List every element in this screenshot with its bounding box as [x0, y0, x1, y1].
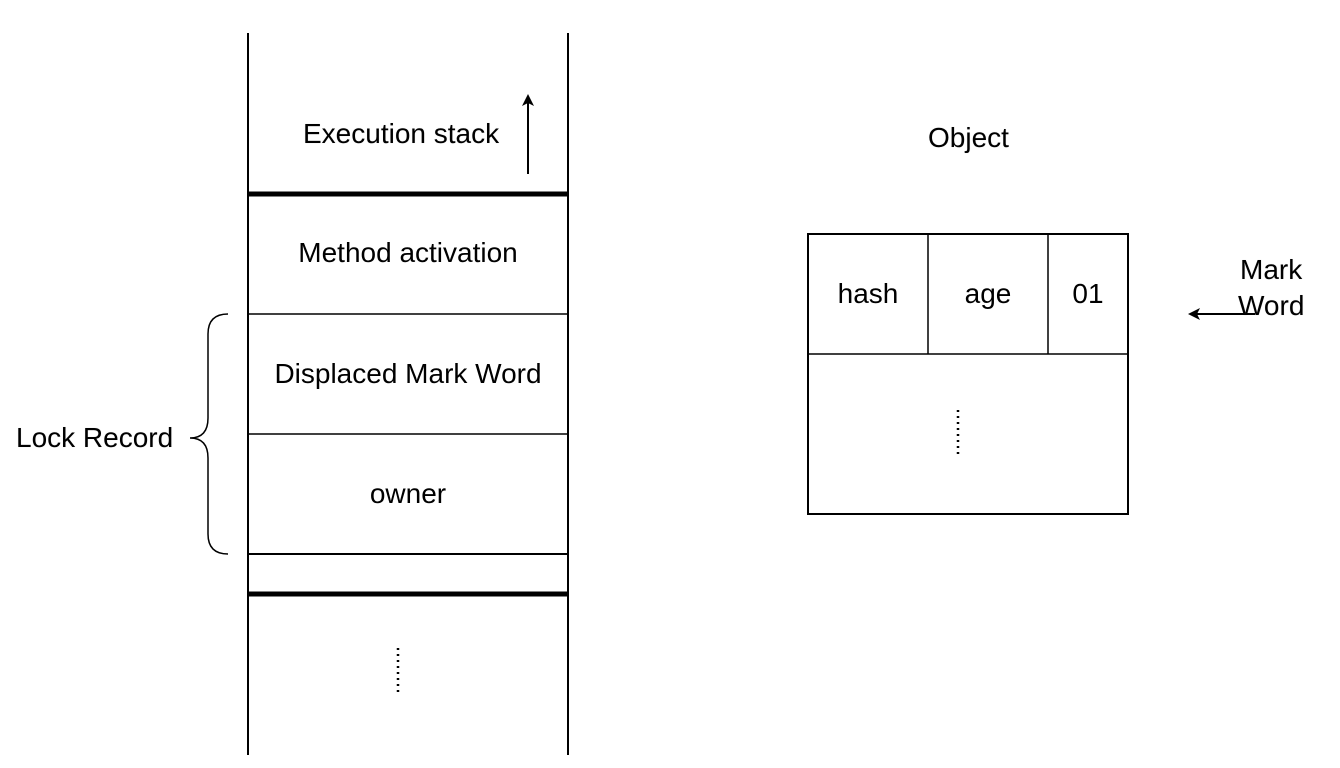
lock-record-label: Lock Record	[16, 422, 174, 453]
object-box	[807, 233, 1129, 515]
object-lock-bits-cell: 01	[1048, 234, 1128, 354]
object-title: Object	[928, 122, 1009, 153]
lock-bits-label: 01	[1072, 278, 1104, 309]
lock-record-brace	[189, 313, 229, 555]
displaced-mark-word-label: Displaced Mark Word	[274, 358, 542, 389]
mark-word-label-line2: Word	[1238, 290, 1305, 321]
hash-label: hash	[837, 278, 899, 309]
object-age-cell: age	[928, 234, 1048, 354]
method-activation-slot: Method activation	[248, 196, 568, 314]
owner-label: owner	[369, 478, 447, 509]
object-hash-cell: hash	[808, 234, 928, 354]
execution-stack-label: Execution stack	[303, 118, 500, 149]
method-activation-label: Method activation	[298, 237, 518, 268]
owner-slot: owner	[248, 434, 568, 554]
displaced-mark-word-slot: Displaced Mark Word	[248, 314, 568, 434]
age-label: age	[964, 278, 1012, 309]
mark-word-label-line1: Mark	[1240, 254, 1303, 285]
